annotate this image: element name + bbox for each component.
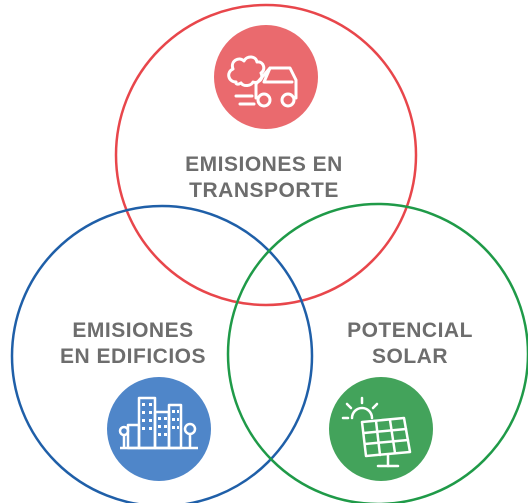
solar-panel-icon: [329, 377, 433, 481]
transport-label-line-2: TRANSPORTE: [189, 179, 339, 202]
transport-label: EMISIONES EN TRANSPORTE: [164, 152, 364, 204]
solar-circle: [226, 202, 528, 503]
solar-label-line-2: SOLAR: [372, 345, 448, 368]
buildings-circle: [10, 204, 314, 503]
buildings-label-line-2: EN EDIFICIOS: [59, 345, 207, 368]
car-exhaust-icon: [214, 25, 318, 129]
buildings-label-line-1: EMISIONES: [72, 319, 194, 342]
city-buildings-icon: [107, 377, 211, 481]
transport-circle: [114, 3, 418, 307]
solar-label-line-1: POTENCIAL: [347, 319, 473, 342]
transport-label-line-1: EMISIONES EN: [185, 153, 343, 176]
buildings-label: EMISIONES EN EDIFICIOS: [38, 318, 228, 370]
solar-label: POTENCIAL SOLAR: [330, 318, 490, 370]
